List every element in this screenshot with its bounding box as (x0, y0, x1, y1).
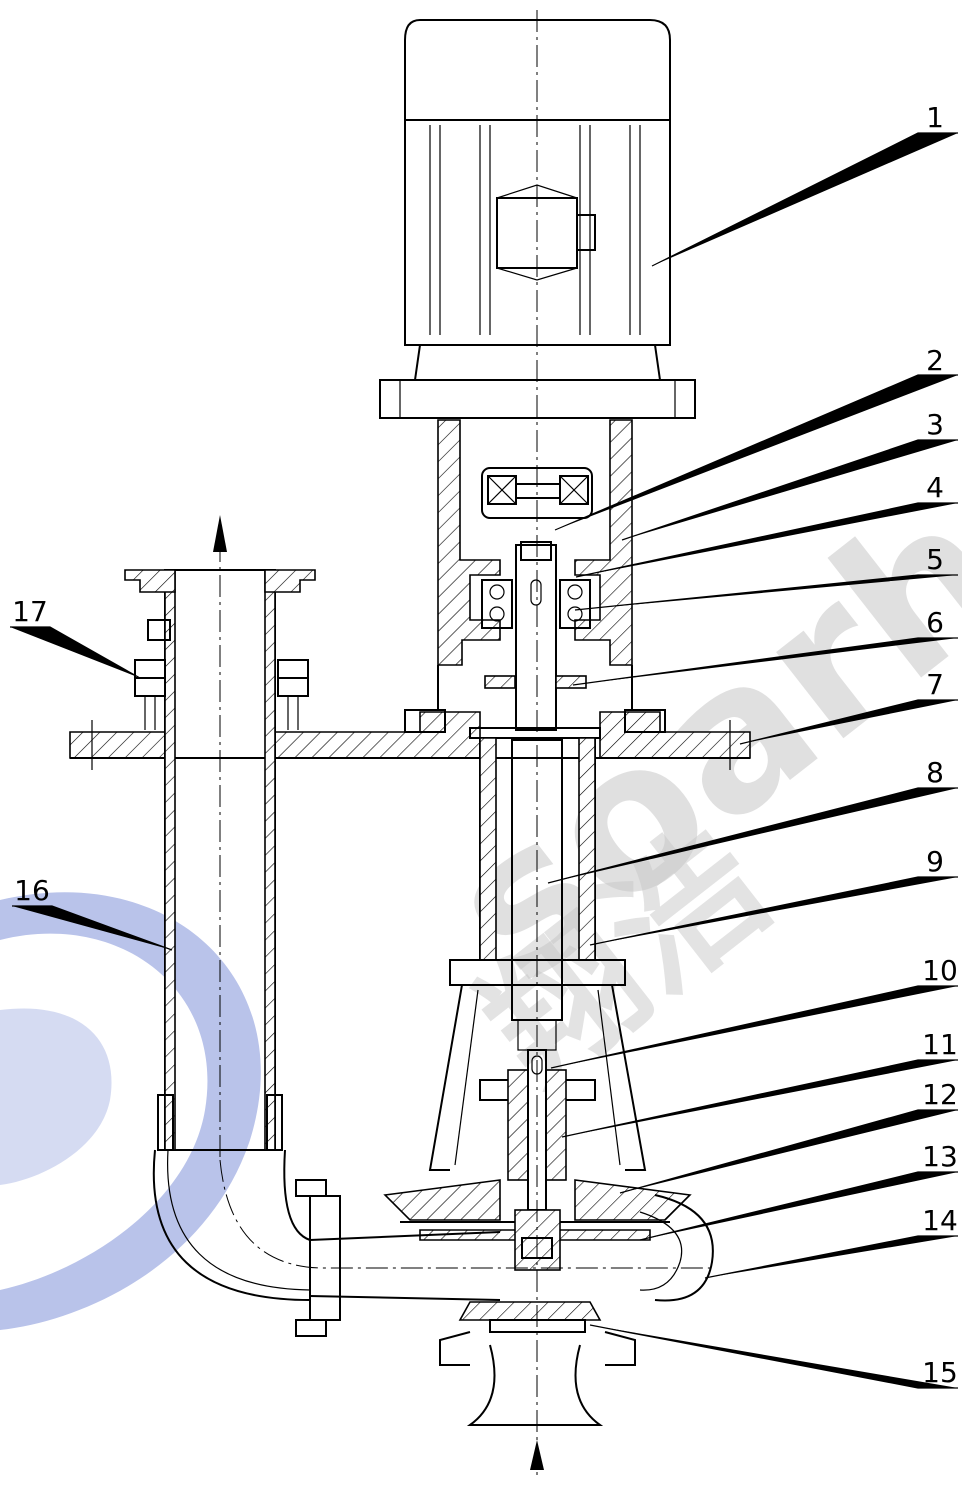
outlet-arrow-icon (213, 515, 227, 552)
pump-casing (309, 1194, 714, 1426)
watermark-logo (0, 892, 261, 1330)
discharge-pipe (124, 569, 341, 1337)
callout-12: 12 (922, 1078, 958, 1111)
callout-leaders (10, 132, 958, 1389)
callout-labels: 1 2 3 4 5 6 7 8 9 10 11 12 13 14 15 16 1… (12, 101, 958, 1389)
callout-3: 3 (926, 408, 944, 441)
callout-6: 6 (926, 606, 944, 639)
callout-8: 8 (926, 756, 944, 789)
callout-16: 16 (14, 874, 50, 907)
callout-14: 14 (922, 1204, 958, 1237)
callout-7: 7 (926, 668, 944, 701)
center-lines (219, 10, 710, 1480)
column-pipe (449, 737, 626, 1051)
callout-13: 13 (922, 1140, 958, 1173)
callout-5: 5 (926, 543, 944, 576)
callout-11: 11 (922, 1028, 958, 1061)
bearing-bracket (437, 419, 633, 731)
callout-1: 1 (926, 101, 944, 134)
callout-9: 9 (926, 845, 944, 878)
callout-2: 2 (926, 344, 944, 377)
callout-10: 10 (922, 954, 958, 987)
callout-4: 4 (926, 471, 944, 504)
inlet-arrow-icon (530, 1440, 544, 1470)
motor (379, 19, 696, 419)
pump-stand (383, 984, 692, 1221)
callout-15: 15 (922, 1356, 958, 1389)
callout-17: 17 (12, 595, 48, 628)
flow-arrows (213, 515, 544, 1470)
mounting-plate (69, 709, 751, 770)
